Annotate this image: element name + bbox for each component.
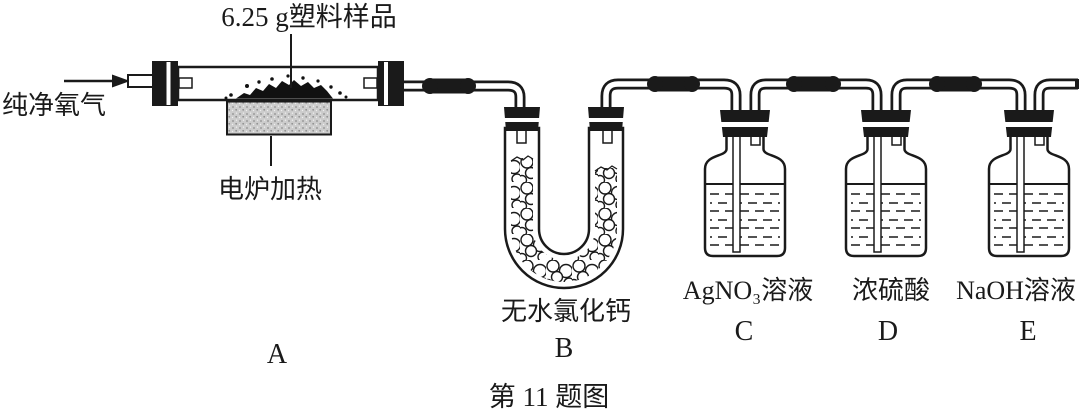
u-tube-stopper-left [503, 107, 541, 131]
bottle-body [703, 136, 787, 258]
tube-stopper-left [152, 61, 178, 106]
furnace-label: 电炉加热 [217, 175, 323, 204]
plastic-sample [224, 74, 348, 100]
sample-mass-label: 6.25 g塑料样品 [221, 2, 397, 32]
outlet-tube-tip [891, 135, 902, 146]
bottle-body [987, 136, 1071, 258]
bottle-body [844, 136, 928, 258]
inlet-dip-tube [1016, 135, 1025, 253]
liquid-dashes [851, 193, 921, 246]
bottle-stopper [719, 110, 771, 137]
inner-tube-tip-left [178, 77, 193, 89]
gas-washing-bottle-d [844, 110, 928, 258]
electric-furnace [226, 100, 332, 136]
inlet-dip-tube [732, 135, 741, 253]
bottle-stopper [1003, 110, 1055, 137]
drying-agent-label: 无水氯化钙 [500, 297, 632, 326]
bottle-d-content-label: 浓硫酸 [851, 276, 931, 305]
liquid-dashes [710, 193, 780, 246]
bottle-stopper [860, 110, 912, 137]
u-tube-stopper-right [587, 107, 625, 131]
outlet-tube-tip [1034, 135, 1045, 146]
apparatus-letter-c: C [734, 316, 754, 347]
liquid-dashes [994, 193, 1064, 246]
apparatus-letter-d: D [877, 316, 899, 347]
gas-washing-bottle-c [703, 110, 787, 258]
apparatus-letter-e: E [1019, 316, 1037, 347]
u-tube-inner-tip-left [516, 129, 527, 144]
u-tube-inner-tip-right [602, 129, 613, 144]
combustion-tube-assembly [64, 34, 404, 166]
granule-surface-left [510, 155, 534, 162]
rubber-connectors [422, 76, 982, 94]
granule-surface-right [594, 165, 618, 172]
figure-caption: 第 11 题图 [488, 382, 610, 412]
outlet-tube-tip [750, 135, 761, 146]
bottle-c-content-label: AgNO₃溶液 [682, 276, 814, 305]
oxygen-flow-arrow [64, 74, 130, 88]
bottle-e-content-label: NaOH溶液 [956, 276, 1076, 305]
apparatus-letter-b: B [554, 333, 574, 364]
oxygen-inlet-label: 纯净氧气 [2, 91, 107, 120]
apparatus-letter-a: A [266, 339, 288, 370]
gas-inlet-tube [127, 74, 155, 88]
u-tube-assembly [503, 107, 625, 290]
inner-tube-tip-right [363, 77, 378, 89]
inlet-dip-tube [873, 135, 882, 253]
gas-washing-bottle-e [987, 110, 1071, 258]
tube-stopper-right [378, 61, 404, 106]
